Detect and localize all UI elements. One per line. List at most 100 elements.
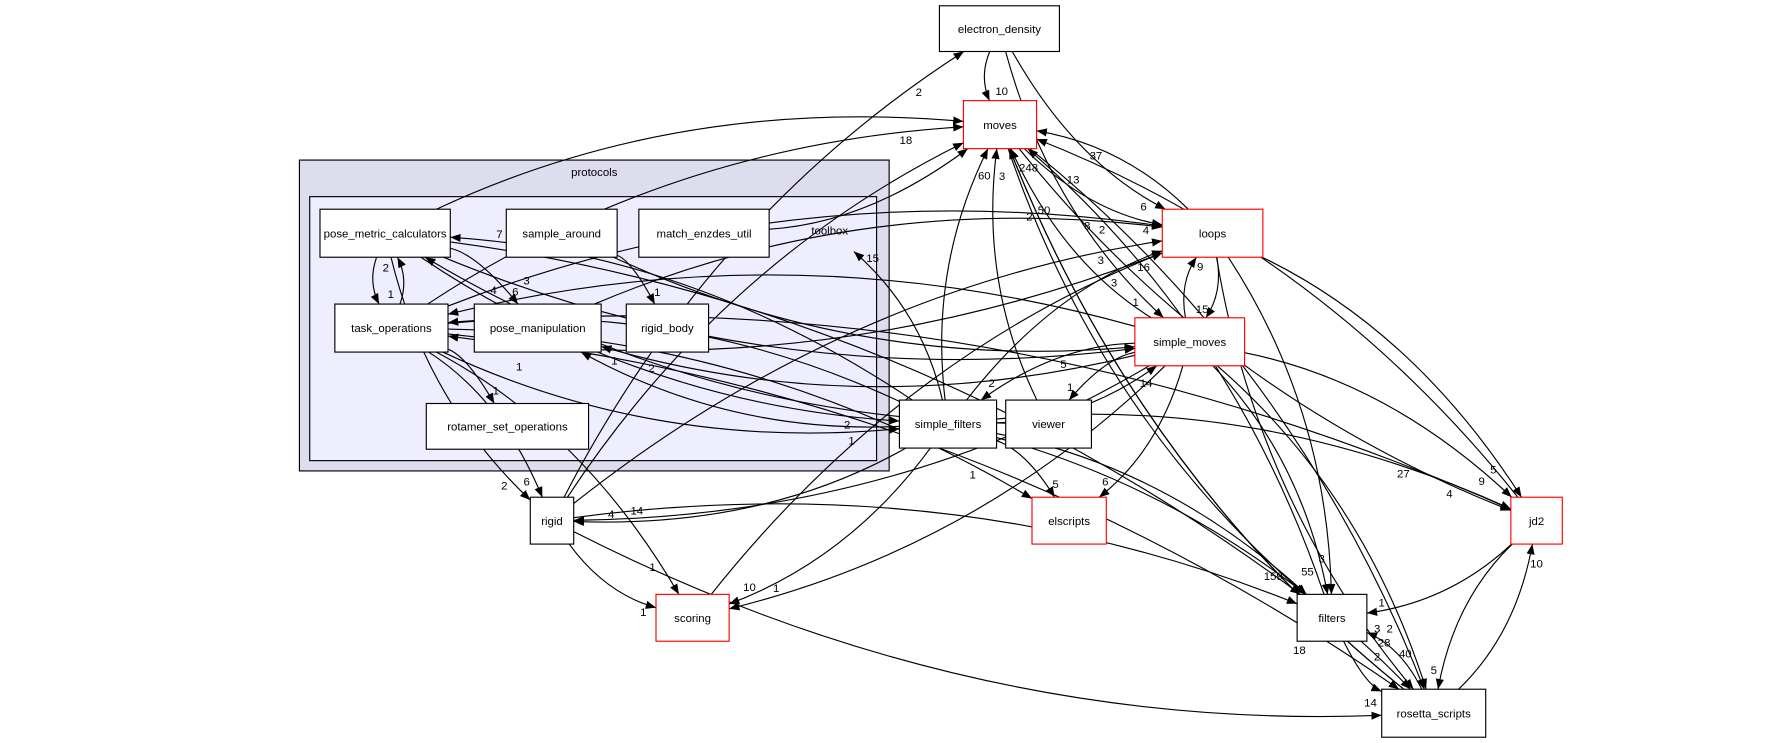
edge-pose-metric-calculators-to-pose-manipulation[interactable]: 3	[450, 247, 530, 305]
edge-simple-filters-to-pose-manipulation[interactable]: 1	[580, 351, 900, 428]
edge-simple-moves-to-rosetta-scripts[interactable]: 40	[1216, 365, 1427, 690]
edge-line[interactable]	[450, 247, 519, 305]
edge-rigid-to-rosetta-scripts[interactable]	[573, 531, 1382, 720]
edge-filters-to-rosetta-scripts[interactable]: 14	[1343, 640, 1382, 709]
edge-simple-moves-to-filters[interactable]: 55	[1212, 365, 1330, 595]
edge-line[interactable]	[1435, 543, 1513, 690]
node-rigid-body[interactable]: rigid_body	[625, 303, 710, 353]
edge-match-enzdes-util-to-moves[interactable]	[769, 148, 969, 230]
node-scoring[interactable]: scoring	[655, 593, 730, 642]
node-match-enzdes-util[interactable]: match_enzdes_util	[638, 208, 770, 258]
edge-line[interactable]	[442, 351, 900, 434]
edge-line[interactable]	[1029, 148, 1425, 690]
edge-line[interactable]	[1261, 256, 1523, 498]
edge-line[interactable]	[1005, 51, 1164, 319]
edge-jd2-to-filters[interactable]: 1	[1366, 543, 1513, 616]
edge-line[interactable]	[941, 148, 989, 401]
edge-simple-moves-to-scoring[interactable]: 1	[729, 365, 1166, 611]
edge-line[interactable]	[1098, 365, 1184, 498]
edge-line[interactable]	[396, 256, 406, 305]
edge-line[interactable]	[420, 256, 900, 425]
edge-pose-metric-calculators-to-rigid[interactable]: 2	[390, 257, 531, 501]
edge-rosetta-scripts-to-filters[interactable]: 3	[1366, 624, 1423, 690]
node-simple-moves[interactable]: simple_moves	[1134, 317, 1246, 367]
edge-moves-to-rosetta-scripts[interactable]: 2	[1029, 148, 1425, 690]
edge-electron-density-to-moves[interactable]: 10	[981, 51, 1008, 101]
node-jd2[interactable]: jd2	[1510, 496, 1563, 545]
edge-rigid-to-filters[interactable]	[573, 503, 1298, 605]
edge-line[interactable]	[427, 123, 964, 305]
edge-line[interactable]	[566, 142, 964, 498]
edge-line[interactable]	[1036, 128, 1189, 210]
edge-moves-to-loops[interactable]: 4	[1023, 148, 1163, 237]
node-task-operations[interactable]: task_operations	[334, 303, 449, 353]
edge-line[interactable]	[729, 365, 1166, 611]
edge-sample-around-to-simple-moves[interactable]	[613, 256, 1135, 352]
edge-task-operations-to-simple-filters[interactable]: 1	[442, 351, 900, 447]
edge-line[interactable]	[447, 333, 1400, 690]
node-viewer[interactable]: viewer	[1005, 399, 1092, 449]
edge-line[interactable]	[996, 440, 1056, 498]
edge-line[interactable]	[1010, 148, 1152, 319]
edge-task-operations-to-loops[interactable]: 8	[447, 210, 1163, 307]
edge-simple-filters-to-rigid[interactable]: 4	[573, 447, 907, 526]
edge-line[interactable]	[1244, 352, 1513, 498]
edge-task-operations-to-moves[interactable]: 18	[427, 123, 964, 305]
node-simple-filters[interactable]: simple_filters	[898, 399, 998, 449]
edge-line[interactable]	[573, 503, 1298, 605]
edge-line[interactable]	[1036, 138, 1519, 498]
edge-simple-filters-to-toolbox[interactable]: 15	[853, 251, 943, 401]
node-rigid[interactable]: rigid	[529, 496, 575, 545]
edge-task-operations-to-scoring[interactable]: 1	[436, 351, 680, 595]
edge-line[interactable]	[568, 543, 657, 609]
edge-line[interactable]	[447, 210, 1163, 307]
edge-line[interactable]	[728, 447, 931, 605]
edge-line[interactable]	[1216, 365, 1427, 690]
edge-jd2-to-moves[interactable]: 37	[1036, 138, 1519, 498]
edge-loops-to-jd2[interactable]: 5	[1261, 256, 1523, 498]
edge-electron-density-to-simple-moves[interactable]: 1	[1005, 51, 1164, 319]
edge-simple-moves-to-jd2[interactable]: 9	[1244, 352, 1513, 498]
edge-rigid-to-moves[interactable]	[566, 142, 964, 498]
edge-line[interactable]	[710, 252, 1163, 595]
edge-loops-to-filters[interactable]: 3	[1227, 256, 1336, 595]
edge-line[interactable]	[436, 116, 964, 210]
edge-line[interactable]	[1011, 51, 1166, 210]
edge-scoring-to-loops[interactable]: 3	[710, 252, 1163, 595]
edge-line[interactable]	[1366, 543, 1513, 616]
edge-pose-metric-calculators-to-simple-moves[interactable]: 5	[443, 256, 1135, 371]
edge-task-operations-to-jd2[interactable]: 27	[447, 315, 1512, 510]
edge-simple-filters-to-moves[interactable]: 60	[941, 148, 991, 401]
node-elscripts[interactable]: elscripts	[1031, 496, 1107, 545]
edge-simple-moves-to-loops[interactable]: 9	[1183, 256, 1204, 318]
edge-line[interactable]	[613, 256, 1135, 352]
edge-line[interactable]	[981, 51, 991, 101]
edge-pose-manipulation-to-loops[interactable]: 2	[594, 217, 1163, 305]
edge-simple-moves-to-simple-filters[interactable]: 2	[980, 342, 1135, 401]
node-loops[interactable]: loops	[1161, 208, 1264, 258]
edge-line[interactable]	[573, 531, 1382, 720]
node-moves[interactable]: moves	[962, 100, 1038, 150]
edge-line[interactable]	[580, 351, 900, 428]
edge-line[interactable]	[370, 257, 380, 305]
edge-line[interactable]	[447, 348, 495, 404]
edge-jd2-to-rosetta-scripts[interactable]: 5	[1431, 543, 1513, 690]
edge-simple-filters-to-scoring[interactable]: 10	[728, 447, 931, 605]
edge-line[interactable]	[436, 351, 680, 595]
edge-line[interactable]	[1366, 631, 1423, 690]
edge-line[interactable]	[853, 251, 943, 401]
edge-line[interactable]	[1458, 543, 1535, 690]
edge-line[interactable]	[447, 315, 1512, 510]
edge-sample-around-to-rigid-body[interactable]: 1	[616, 254, 660, 305]
edge-line[interactable]	[573, 238, 1163, 504]
edge-line[interactable]	[594, 217, 1163, 305]
edge-task-operations-to-pose-metric-calculators[interactable]: 2	[383, 256, 406, 305]
node-rotamer-set-operations[interactable]: rotamer_set_operations	[425, 402, 590, 450]
edge-line[interactable]	[616, 254, 656, 305]
edge-line[interactable]	[1183, 256, 1197, 318]
edge-line[interactable]	[1343, 640, 1382, 692]
edge-rigid-to-loops[interactable]: 3	[573, 238, 1163, 504]
edge-line[interactable]	[573, 447, 907, 526]
edge-rigid-to-scoring[interactable]: 1	[568, 543, 657, 619]
edge-pose-metric-calculators-to-moves[interactable]	[436, 116, 964, 210]
